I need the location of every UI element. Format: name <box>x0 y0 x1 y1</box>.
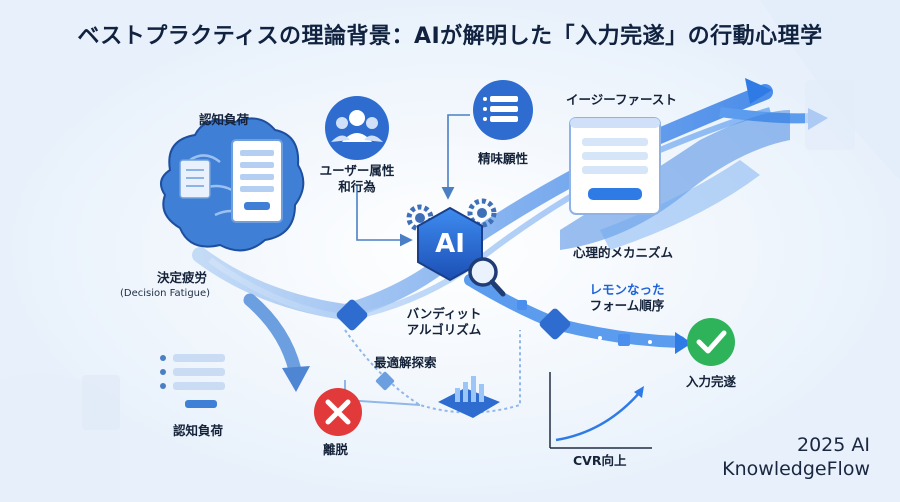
page-title: ベストプラクティスの理論背景：AIが解明した「入力完遂」の行動心理学 <box>77 24 823 49</box>
label-user-attributes-line1: ユーザー属性 <box>319 163 395 178</box>
label-completion: 入力完遂 <box>686 374 737 389</box>
form-icon <box>231 139 283 223</box>
label-churn: 離脱 <box>323 442 349 457</box>
label-user-attributes-line2: 和行為 <box>338 179 376 194</box>
label-decision-fatigue: 決定疲労 <box>157 270 208 285</box>
users-icon <box>325 96 389 160</box>
label-optimal-search: 最適解探索 <box>374 355 437 370</box>
label-cognitive-load-top: 認知負荷 <box>199 112 250 127</box>
label-bandit-line1: バンディット <box>406 306 482 321</box>
list-icon <box>160 354 225 408</box>
brand-line1: 2025 AI <box>797 434 870 456</box>
check-icon <box>687 318 735 366</box>
brand-block: 2025 AI KnowledgeFlow <box>722 433 870 481</box>
label-cvr-up: CVR向上 <box>573 453 627 468</box>
ai-chip-label: AI <box>435 229 465 259</box>
churn-branch <box>243 293 310 392</box>
flow-nodes <box>336 299 630 391</box>
label-lemon-order: レモンなった フォーム順序 <box>577 282 677 314</box>
label-cognitive-load-bottom: 認知負荷 <box>173 423 224 438</box>
label-bandit: バンディット アルゴリズム <box>396 306 492 338</box>
label-lemon-line1: レモンなった <box>589 282 665 297</box>
brand-line2: KnowledgeFlow <box>722 458 870 480</box>
label-decision-fatigue-en: (Decision Fatigue) <box>120 288 211 299</box>
label-lemon-line2: フォーム順序 <box>589 298 665 313</box>
ai-chip-icon <box>417 206 483 282</box>
label-bandit-line2: アルゴリズム <box>406 322 482 337</box>
preference-list-icon <box>473 80 533 140</box>
label-mechanism: 心理的メカニズム <box>573 245 674 260</box>
label-easy-first: イージーファースト <box>566 92 677 107</box>
document-icon <box>179 159 211 199</box>
easy-first-form-icon <box>569 117 661 215</box>
cross-icon <box>314 388 362 436</box>
arrow-up-right-icon <box>745 78 772 104</box>
bar-chart-icon <box>438 376 500 418</box>
label-preference: 精味願性 <box>478 151 529 166</box>
magnifier-icon <box>468 257 506 297</box>
growth-chart-icon <box>549 372 652 449</box>
label-user-attributes: ユーザー属性 和行為 <box>315 163 399 195</box>
